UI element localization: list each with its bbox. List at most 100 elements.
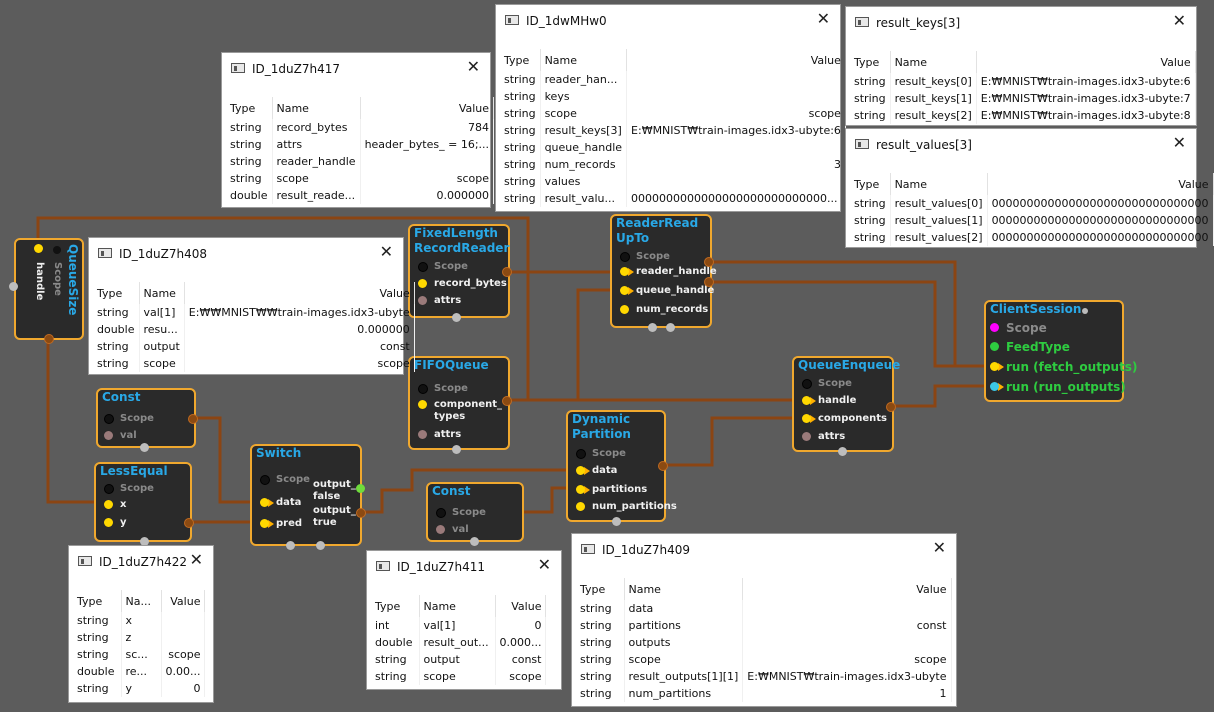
dynpart-data-port[interactable]: data	[576, 465, 617, 477]
const-2-val-port[interactable]: val	[436, 524, 469, 536]
reader-read-bottom-stub-1[interactable]	[648, 323, 657, 332]
panel-header[interactable]: ID_1duZ7h422✕	[69, 546, 213, 578]
client-scope-port[interactable]: Scope	[990, 322, 1047, 334]
close-icon[interactable]: ✕	[932, 538, 946, 557]
switch-node[interactable]: Switch Scope data pred output_ false out…	[250, 444, 362, 546]
const-2-bottom-stub[interactable]	[470, 537, 479, 546]
panel-header[interactable]: ID_1duZ7h417✕	[222, 53, 490, 85]
const-1-val-port[interactable]: val	[104, 430, 137, 442]
fifo-queue-node[interactable]: FIFOQueue Scope component_ types attrs	[408, 356, 510, 450]
flr-bottom-stub[interactable]	[452, 313, 461, 322]
close-icon[interactable]: ✕	[537, 555, 551, 574]
flr-attrs-port[interactable]: attrs	[418, 295, 461, 307]
close-icon[interactable]: ✕	[189, 550, 203, 569]
column-header-type[interactable]: Type	[73, 590, 122, 612]
enqueue-scope-port[interactable]: Scope	[802, 378, 852, 390]
const-1-output[interactable]	[188, 414, 198, 424]
enqueue-handle-port[interactable]: handle	[802, 395, 856, 407]
switch-output-false[interactable]: output_ false	[313, 479, 356, 503]
switch-output-false-dot[interactable]	[356, 484, 365, 493]
client-session-node[interactable]: ClientSession Scope FeedType run (fetch_…	[984, 300, 1137, 402]
enqueue-attrs-port[interactable]: attrs	[802, 431, 845, 443]
close-icon[interactable]: ✕	[1172, 133, 1186, 152]
less-equal-node[interactable]: LessEqual Scope x y	[94, 462, 192, 542]
dynamic-partition-node[interactable]: Dynamic Partition Scope data partitions …	[566, 410, 677, 522]
const-node-1[interactable]: Const Scope val	[96, 388, 196, 448]
column-header-type[interactable]: Type	[500, 49, 541, 71]
column-header-value[interactable]: Value	[742, 578, 952, 600]
close-icon[interactable]: ✕	[816, 9, 830, 28]
switch-bottom-stub-1[interactable]	[286, 541, 295, 550]
column-header-name[interactable]: Name	[890, 51, 977, 73]
const-node-2[interactable]: Const Scope val	[426, 482, 524, 542]
flr-record-bytes-port[interactable]: record_bytes	[418, 278, 507, 290]
less-equal-x-port[interactable]: x	[104, 499, 126, 511]
dynpart-scope-port[interactable]: Scope	[576, 448, 626, 460]
enqueue-output[interactable]	[886, 402, 896, 412]
column-header-value[interactable]: Value	[184, 282, 415, 304]
flr-output[interactable]	[502, 267, 512, 277]
reader-read-scope-port[interactable]: Scope	[620, 251, 670, 263]
const-1-bottom-stub[interactable]	[140, 443, 149, 452]
column-header-type[interactable]: Type	[371, 595, 420, 617]
reader-read-queue-handle-port[interactable]: queue_handle	[620, 285, 714, 297]
queue-size-output[interactable]	[44, 334, 54, 344]
flr-scope-port[interactable]: Scope	[418, 261, 468, 273]
column-header-type[interactable]: Type	[93, 282, 140, 304]
panel-header[interactable]: result_keys[3]✕	[846, 7, 1196, 39]
column-header-name[interactable]: Name	[272, 97, 361, 119]
switch-bottom-stub-2[interactable]	[316, 541, 325, 550]
close-icon[interactable]: ✕	[466, 57, 480, 76]
reader-read-output-1[interactable]	[704, 257, 714, 267]
reader-read-reader-handle-port[interactable]: reader_handle	[620, 266, 717, 278]
reader-read-num-records-port[interactable]: num_records	[620, 304, 708, 316]
queue-enqueue-node[interactable]: QueueEnqueue Scope handle components att…	[792, 356, 900, 452]
dynpart-bottom-stub[interactable]	[612, 517, 621, 526]
switch-data-port[interactable]: data	[260, 497, 301, 509]
client-feed-port[interactable]: FeedType	[990, 341, 1070, 353]
column-header-name[interactable]: Name	[139, 282, 185, 304]
close-icon[interactable]: ✕	[379, 242, 393, 261]
fifo-component-types-port[interactable]: component_ types	[418, 399, 502, 423]
panel-header[interactable]: ID_1dwMHw0✕	[496, 5, 840, 37]
reader-read-up-to-node[interactable]: ReaderRead UpTo Scope reader_handle queu…	[610, 214, 717, 328]
enqueue-bottom-stub[interactable]	[838, 447, 847, 456]
panel-header[interactable]: result_values[3]✕	[846, 129, 1196, 161]
less-equal-y-port[interactable]: y	[104, 517, 127, 529]
switch-output-true[interactable]: output_ true	[313, 505, 356, 529]
less-equal-scope-port[interactable]: Scope	[104, 483, 154, 495]
